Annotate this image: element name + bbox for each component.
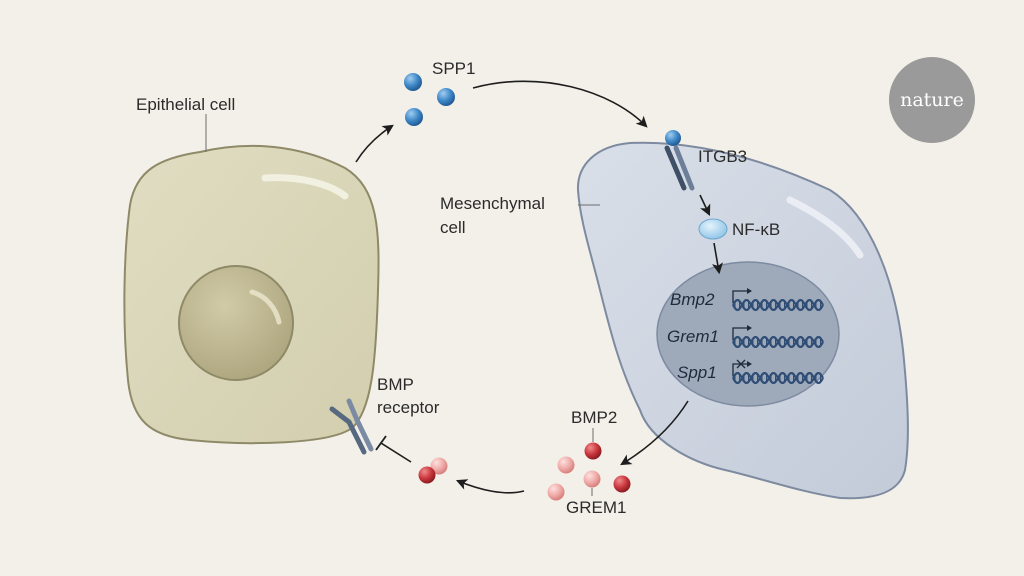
gene-label-bmp2: Bmp2 [670,290,715,309]
secreted-proteins [547,442,631,501]
dna-strand-b [732,335,824,349]
bmp-receptor-label-line2: receptor [377,398,440,417]
nature-logo-text: nature [900,89,964,111]
grem1-label: GREM1 [566,498,626,517]
gene-rows: Bmp2 Grem1 Spp1 [667,288,824,385]
bmp2-grem1-complex [418,457,448,484]
bmp2-protein [584,442,602,460]
gene-label-spp1: Spp1 [677,363,717,382]
arrow-nfkb-to-nucleus [711,242,723,275]
arrow-nucleus-to-secreted [620,400,689,466]
nature-logo: nature [889,57,975,143]
arrow-epithelial-to-spp1 [355,124,394,163]
arrow-spp1-to-itgb3 [472,80,648,128]
grem1-protein [547,483,565,501]
spp1-protein [405,108,423,126]
dna-strand-b [732,298,824,312]
bmp2-promoter-arrow [732,288,752,303]
epithelial-cell-label: Epithelial cell [136,95,235,114]
mesenchymal-nucleus [656,261,840,407]
block-cross-icon [736,359,746,369]
arrow-itgb3-to-nfkb [699,194,711,217]
spp1-promoter-arrow-blocked [732,359,752,376]
grem1-protein [430,457,448,475]
grem1-protein [583,470,601,488]
nfkb-molecule [698,218,728,240]
dna-helix [732,335,824,349]
spp1-protein [437,88,455,106]
bmp2-protein [613,475,631,493]
grem1-protein [557,456,575,474]
dna-helix [732,298,824,312]
spp1-label: SPP1 [432,59,475,78]
inhibition-mark [375,435,412,463]
gene-label-grem1: Grem1 [667,327,719,346]
bmp-receptor-label-line1: BMP [377,375,414,394]
mesenchymal-cell [576,141,909,500]
bmp2-protein [418,466,436,484]
spp1-proteins [404,73,455,126]
nfkb-label: NF-κB [732,220,780,239]
itgb3-label: ITGB3 [698,147,747,166]
itgb3-receptor [664,130,695,191]
mesenchymal-cell-label-line2: cell [440,218,466,237]
dna-strand-b [732,371,824,385]
bmp-receptor [329,398,374,455]
bmp2-label: BMP2 [571,408,617,427]
dna-helix [732,371,824,385]
mesenchymal-cell-label-line1: Mesenchymal [440,194,545,213]
epithelial-nucleus [178,265,294,381]
grem1-promoter-arrow [732,325,752,340]
arrow-secreted-to-receptor [455,479,525,494]
epithelial-cell [123,144,380,445]
bound-spp1-protein [665,130,681,146]
spp1-protein [404,73,422,91]
